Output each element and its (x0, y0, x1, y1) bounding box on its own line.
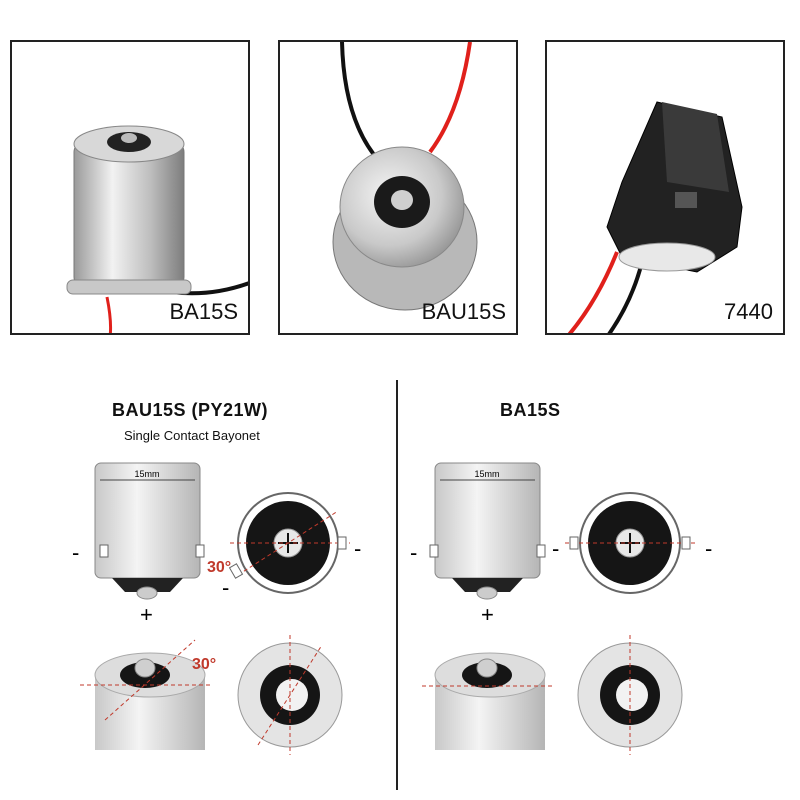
bau15s-bulb-base-illustration (332, 42, 478, 311)
panel-label: 7440 (724, 299, 773, 324)
left-bottom-angle-label: 30° (192, 656, 216, 673)
left-plus-sign: + (140, 602, 153, 627)
7440-wedge-socket-illustration (567, 101, 743, 333)
bau15s-end-view (237, 635, 343, 755)
photo-panel-ba15s: BA15S (10, 40, 250, 335)
bau15s-angled-base-view (80, 639, 210, 750)
right-dimension-label: 15mm (474, 469, 499, 479)
left-section-subtitle: Single Contact Bayonet (124, 428, 260, 443)
left-top-minus-sign: - (354, 536, 361, 561)
panel-label: BA15S (169, 299, 239, 324)
left-minus-sign: - (72, 540, 79, 565)
right-section-title: BA15S (500, 400, 561, 420)
ba15s-end-view (577, 635, 683, 755)
section-divider (396, 380, 398, 790)
ba15s-side-view (429, 462, 546, 600)
left-dimension-label: 15mm (134, 469, 159, 479)
right-top-minus-sign: - (552, 536, 559, 561)
photo-panel-7440: 7440 (545, 40, 785, 335)
left-angle-label: 30° (207, 559, 231, 576)
bau15s-side-view (94, 462, 205, 600)
photo-panel-bau15s: BAU15S (278, 40, 518, 335)
ba15s-top-view (565, 492, 695, 594)
left-top-minus-sign-offset: - (222, 575, 229, 600)
left-section-title: BAU15S (PY21W) (112, 400, 269, 420)
right-minus-sign: - (410, 540, 417, 565)
right-top-minus-sign-2: - (705, 536, 712, 561)
ba15s-angled-base-view (422, 652, 555, 750)
panel-label: BAU15S (421, 299, 506, 324)
ba15s-bulb-base-illustration (66, 125, 248, 333)
bau15s-top-view (228, 492, 350, 594)
right-plus-sign: + (481, 602, 494, 627)
